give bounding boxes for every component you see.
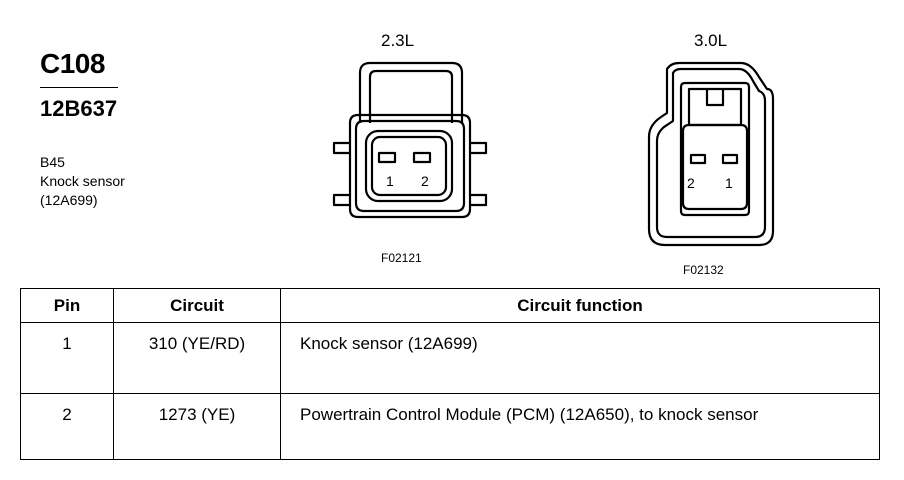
cell-circuit: 310 (YE/RD) bbox=[113, 322, 281, 394]
housing-outer bbox=[348, 113, 472, 219]
right-tab-upper bbox=[470, 141, 488, 155]
connector-header: C108 12B637 bbox=[40, 50, 118, 120]
terminal-cavity bbox=[364, 129, 454, 203]
terminal-cavity-inner bbox=[370, 135, 448, 197]
terminal-face bbox=[681, 123, 749, 211]
connector-face-2-3l bbox=[332, 61, 488, 219]
left-tab-upper bbox=[332, 141, 350, 155]
figure-id-2-3l: F02121 bbox=[381, 251, 422, 265]
view-caption-2-3l: 2.3L bbox=[381, 31, 415, 50]
view-caption-3-0l: 3.0L bbox=[694, 31, 728, 50]
pin-label-b-3-0l: 1 bbox=[725, 175, 733, 191]
terminal-pin-2 bbox=[689, 153, 707, 165]
connector-code: C108 bbox=[40, 48, 105, 79]
table-header-row: Pin Circuit Circuit function bbox=[20, 288, 880, 323]
header-circuit: Circuit bbox=[113, 288, 281, 323]
housing-inner bbox=[354, 119, 466, 213]
figure-id-3-0l: F02132 bbox=[683, 263, 724, 277]
terminal-pin-1 bbox=[377, 151, 397, 164]
terminal-pin-2 bbox=[412, 151, 432, 164]
desc-line-2: Knock sensor bbox=[40, 173, 125, 189]
connector-face-3-0l bbox=[647, 61, 775, 247]
cell-function: Powertrain Control Module (PCM) (12A650)… bbox=[280, 392, 880, 460]
latch-outer bbox=[358, 61, 464, 123]
locking-tab bbox=[705, 89, 725, 107]
latch-inner bbox=[368, 69, 454, 123]
left-tab-lower bbox=[332, 193, 350, 207]
desc-line-3: (12A699) bbox=[40, 192, 98, 208]
shell-outer bbox=[647, 61, 775, 247]
cell-circuit: 1273 (YE) bbox=[113, 392, 281, 460]
connector-description: B45 Knock sensor (12A699) bbox=[40, 153, 125, 210]
pin-label-a-2-3l: 1 bbox=[386, 173, 394, 189]
pin-label-b-2-3l: 2 bbox=[421, 173, 429, 189]
part-number: 12B637 bbox=[40, 96, 118, 121]
terminal-pin-1 bbox=[721, 153, 739, 165]
table-row: 1 310 (YE/RD) Knock sensor (12A699) bbox=[20, 322, 880, 394]
pin-label-a-3-0l: 2 bbox=[687, 175, 695, 191]
cell-pin: 1 bbox=[20, 322, 114, 394]
shell-inner bbox=[655, 67, 767, 239]
pin-table: Pin Circuit Circuit function 1 310 (YE/R… bbox=[20, 288, 880, 460]
plug-window bbox=[687, 87, 743, 127]
plug-block bbox=[679, 81, 751, 217]
table-row: 2 1273 (YE) Powertrain Control Module (P… bbox=[20, 392, 880, 460]
cell-pin: 2 bbox=[20, 392, 114, 460]
header-pin: Pin bbox=[20, 288, 114, 323]
header-divider bbox=[40, 87, 118, 88]
right-tab-lower bbox=[470, 193, 488, 207]
header-circuit-function: Circuit function bbox=[280, 288, 880, 323]
cell-function: Knock sensor (12A699) bbox=[280, 322, 880, 394]
desc-line-1: B45 bbox=[40, 154, 65, 170]
